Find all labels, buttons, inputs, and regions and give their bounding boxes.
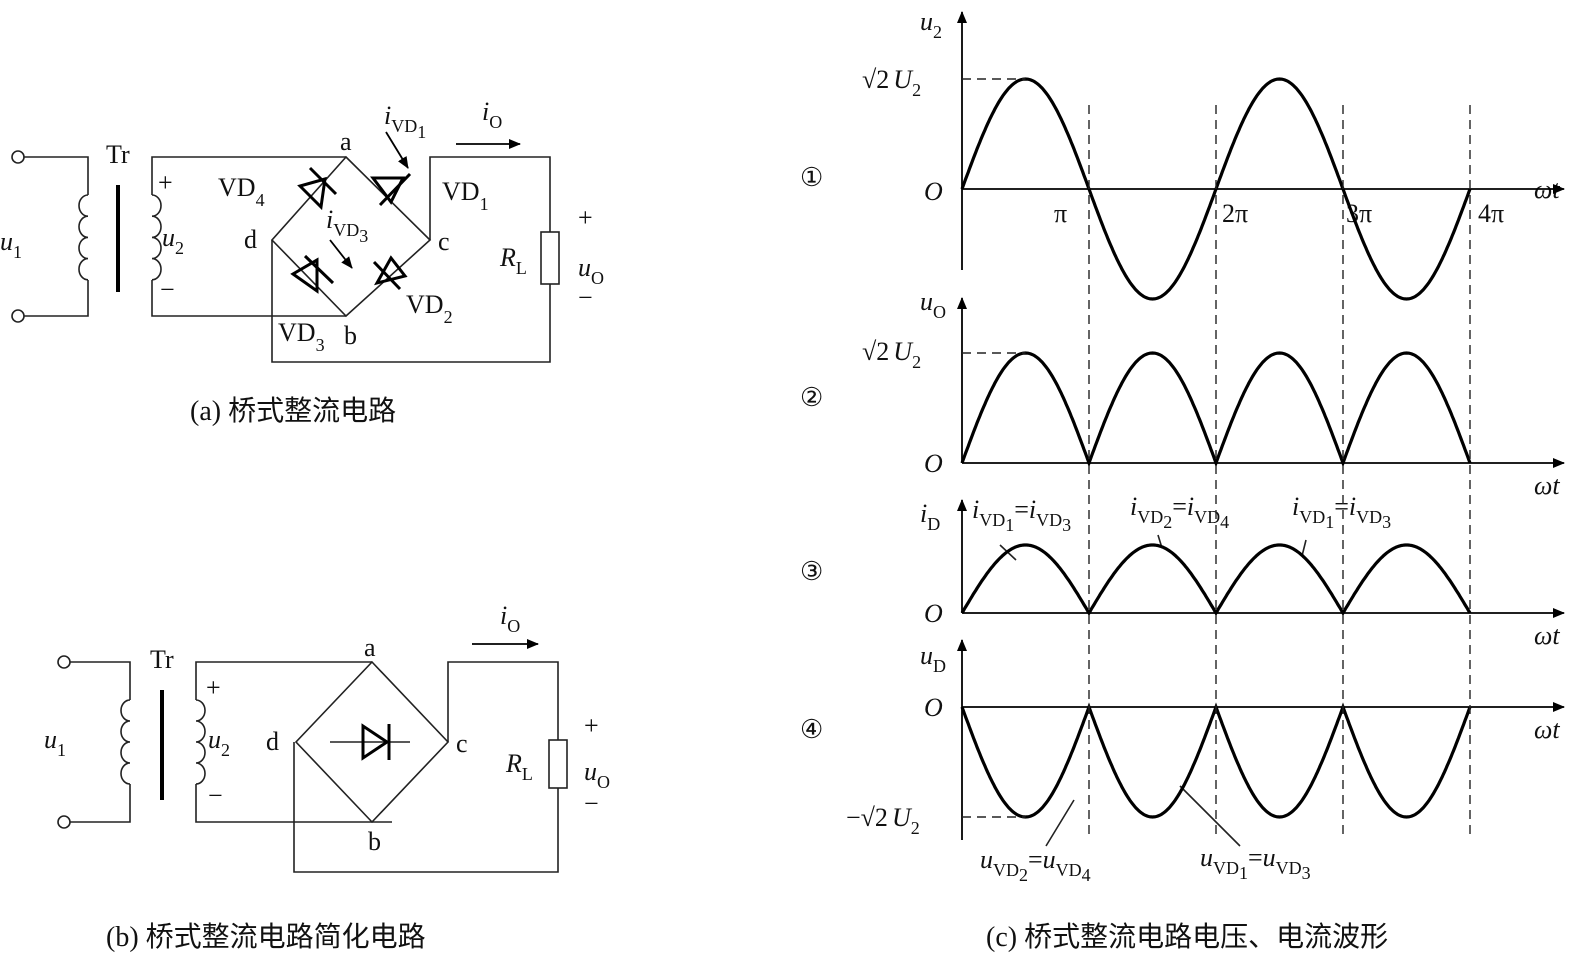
b-u2-minus: − [208,781,223,810]
b-input-terminal-top [57,655,71,669]
b-bridge-diamond [294,660,450,824]
primary-wire [24,156,89,317]
tick-2pi: 2π [1222,199,1248,228]
panel4-origin: O [924,693,943,722]
panel1-ylabel: u2 [920,7,942,42]
io-label: iO [482,97,502,132]
panel3-ylabel: iD [920,499,940,534]
node-d: d [244,225,257,254]
id-label-1: iVD1=iVD3 [972,495,1071,535]
tick-4pi: 4π [1478,199,1504,228]
vd2-label: VD2 [406,290,453,327]
caption-a: (a) 桥式整流电路 [190,395,396,427]
panel1-origin: O [924,177,943,206]
b-primary-wire [70,661,131,823]
primary-coil [78,194,89,281]
secondary-coil [151,194,162,281]
b-node-d: d [266,727,279,756]
b-node-b: b [368,827,381,856]
b-input-terminal-bottom [57,815,71,829]
panel-marker-2: ② [800,383,823,412]
rl-label: RL [499,243,527,278]
panel3-waveform [960,543,1472,617]
i-vd1-arrow [385,131,409,169]
b-primary-coil [120,699,131,785]
u2-plus: + [158,168,173,197]
id-leader-lines [999,534,1307,561]
diode-vd3 [290,254,335,294]
id-label-2: iVD2=iVD4 [1130,492,1229,532]
b-secondary-coil [195,699,206,785]
tick-pi: π [1054,199,1067,228]
b-u2-label: u2 [208,725,230,760]
panel2-waveform [960,351,1472,468]
u2-minus: − [160,275,175,304]
node-c: c [438,227,450,256]
ud-label-1: uVD2=uVD4 [980,845,1091,885]
output-wire [271,156,551,363]
bridge-diamond [270,155,432,318]
panel2-ylabel: uO [920,287,946,322]
b-transformer-label: Tr [150,645,174,674]
circuit-a: Tr + − u1 u2 a d c b VD4 VD1 VD2 VD3 iVD… [0,97,604,427]
panel2-origin: O [924,449,943,478]
input-terminal-bottom [11,309,25,323]
diode-vd1 [370,172,412,207]
panel-marker-1: ① [800,163,823,192]
b-uo-label: uO [584,757,610,792]
i-vd1-label: iVD1 [384,101,426,142]
circuit-b: Tr + − u1 u2 a d c b iO RL + uO − (b) 桥式… [44,601,610,953]
transformer-label: Tr [106,140,130,169]
panel3-xlabel: ωt [1534,621,1560,650]
b-node-c: c [456,729,468,758]
u2-label: u2 [162,223,184,258]
node-a: a [340,127,352,156]
panel4-ylabel: uD [920,641,946,676]
uo-minus: − [578,283,593,312]
b-u1-label: u1 [44,725,66,760]
panel4-xlabel: ωt [1534,715,1560,744]
b-bridge-diode [330,723,410,761]
caption-c: (c) 桥式整流电路电压、电流波形 [986,921,1388,953]
panel-marker-4: ④ [800,715,823,744]
b-output-wire [293,661,559,873]
waveform-panel: ① ② ③ ④ u2 uO iD uD O O O O ωt ωt ωt ωt … [800,7,1565,953]
b-load-resistor [548,739,568,789]
uo-plus: + [578,203,593,232]
vd3-label: VD3 [278,318,325,355]
load-resistor [540,231,560,285]
secondary-wire [151,156,346,317]
node-b: b [344,321,357,350]
diode-vd4 [297,166,338,211]
panel2-xlabel: ωt [1534,471,1560,500]
panel-marker-3: ③ [800,557,823,586]
vd4-label: VD4 [218,173,265,210]
u1-label: u1 [0,227,22,262]
ud-label-2: uVD1=uVD3 [1200,843,1311,883]
caption-b: (b) 桥式整流电路简化电路 [106,921,426,953]
i-vd3-arrow [329,239,353,269]
vd1-label: VD1 [442,177,489,214]
b-node-a: a [364,633,376,662]
diode-vd2 [372,255,408,291]
i-vd3-label: iVD3 [326,205,368,246]
ud-leader-lines [1045,785,1241,847]
tick-3pi: 3π [1346,199,1372,228]
b-secondary-wire [195,661,392,823]
b-uo-plus: + [584,711,599,740]
b-io-label: iO [500,601,520,636]
id-label-3: iVD1=iVD3 [1292,492,1391,532]
b-uo-minus: − [584,789,599,818]
input-terminal-top [11,150,25,164]
b-u2-plus: + [206,673,221,702]
panel3-origin: O [924,599,943,628]
uo-label: uO [578,253,604,288]
b-rl-label: RL [505,749,533,784]
